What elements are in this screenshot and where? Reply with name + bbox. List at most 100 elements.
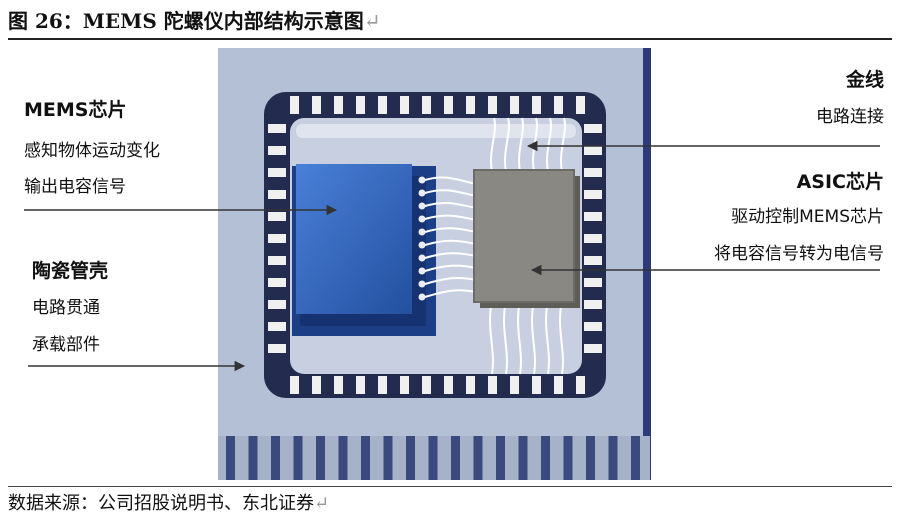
package-lead [293, 436, 303, 480]
frame-pad [584, 190, 602, 199]
ceramic-shell-title: 陶瓷管壳 [32, 260, 109, 282]
frame-pad [290, 376, 299, 394]
gold-wire [424, 239, 477, 246]
asic-chip [473, 169, 575, 303]
source-return-mark: ↵ [314, 493, 330, 514]
package-lead [563, 436, 573, 480]
gold-wire [424, 289, 477, 298]
mems-pad [418, 293, 426, 301]
frame-pad [584, 278, 602, 287]
frame-pad [488, 96, 497, 114]
frame-pad [268, 322, 286, 331]
gold-wire [504, 117, 510, 173]
gold-wire [518, 117, 524, 173]
frame-pad [268, 234, 286, 243]
asic-chip-line2: 将电容信号转为电信号 [714, 244, 884, 264]
package-lead [518, 436, 528, 480]
gold-wire [424, 276, 477, 285]
frame-pad [584, 168, 602, 177]
package-lead [428, 436, 438, 480]
gold-wire [517, 299, 522, 375]
package-lead [473, 436, 483, 480]
cavity-shelf [296, 124, 576, 138]
gold-wire [424, 264, 477, 272]
frame-pad [554, 376, 563, 394]
package-leads [226, 436, 640, 480]
title-rule [8, 38, 892, 40]
mems-chip-pads [418, 176, 426, 301]
frame-pad [584, 344, 602, 353]
figure-source: 数据来源：公司招股说明书、东北证券↵ [8, 492, 892, 516]
frame-pad [268, 278, 286, 287]
package-lead [496, 436, 505, 480]
frame-pad [268, 256, 286, 265]
package-lead [316, 436, 325, 480]
package-lead [608, 436, 618, 480]
gold-wire [424, 176, 477, 185]
mems-pad [418, 280, 426, 288]
frame-pad [584, 124, 602, 133]
frame-pad [488, 376, 497, 394]
package-lead [226, 436, 235, 480]
mems-pad [418, 215, 426, 223]
ceramic-shell-line1: 电路贯通 [32, 298, 100, 318]
frame-pads [268, 96, 602, 394]
mems-chip-line2: 输出电容信号 [24, 177, 126, 197]
frame-pad [356, 376, 365, 394]
frame-pad [466, 376, 475, 394]
package-lead [541, 436, 550, 480]
frame-pad [444, 376, 453, 394]
frame-pad [422, 96, 431, 114]
mems-pad [418, 267, 426, 275]
mems-pad [418, 254, 426, 262]
gold-wire [424, 252, 477, 259]
package-lead [338, 436, 348, 480]
frame-pad [422, 376, 431, 394]
mems-chip [296, 164, 412, 314]
figure-title-text: 图 26：MEMS 陀螺仪内部结构示意图 [8, 9, 364, 33]
frame-pad [400, 376, 409, 394]
mems-chip-line1: 感知物体运动变化 [24, 141, 160, 161]
gold-wire [560, 117, 566, 173]
frame-pad [584, 256, 602, 265]
frame-pad [312, 96, 321, 114]
mems-pad [418, 176, 426, 184]
mems-pad [418, 241, 426, 249]
asic-chip-line1: 驱动控制MEMS芯片 [731, 207, 884, 227]
mems-pad [418, 202, 426, 210]
frame-pad [334, 96, 343, 114]
frame-pad [532, 96, 541, 114]
ceramic-shell-line2: 承载部件 [32, 335, 100, 355]
gold-wire [424, 189, 477, 197]
frame-pad [268, 168, 286, 177]
package-lead [586, 436, 595, 480]
gold-wire [424, 214, 477, 221]
frame-pad [334, 376, 343, 394]
asic-chip-title: ASIC芯片 [796, 171, 884, 193]
frame-pad [554, 96, 563, 114]
frame-pad [510, 376, 519, 394]
frame-pad [312, 376, 321, 394]
frame-pad [290, 96, 299, 114]
mems-pad [418, 189, 426, 197]
frame-pad [584, 146, 602, 155]
frame-pad [584, 234, 602, 243]
gold-wire [546, 117, 552, 173]
frame-pad [444, 96, 453, 114]
gold-wire [424, 227, 477, 233]
gold-wire [531, 299, 536, 375]
frame-pad [576, 96, 585, 114]
package-edge [643, 48, 651, 480]
frame-pad [356, 96, 365, 114]
frame-pad [268, 212, 286, 221]
frame-pad [510, 96, 519, 114]
gold-wire [424, 201, 477, 209]
frame-pad [268, 190, 286, 199]
gold-wire-line1: 电路连接 [816, 107, 884, 127]
frame-pad [584, 300, 602, 309]
gold-wire [503, 299, 508, 375]
package-lead [361, 436, 370, 480]
frame-pad [268, 146, 286, 155]
figure-title: 图 26：MEMS 陀螺仪内部结构示意图↵ [8, 8, 892, 34]
